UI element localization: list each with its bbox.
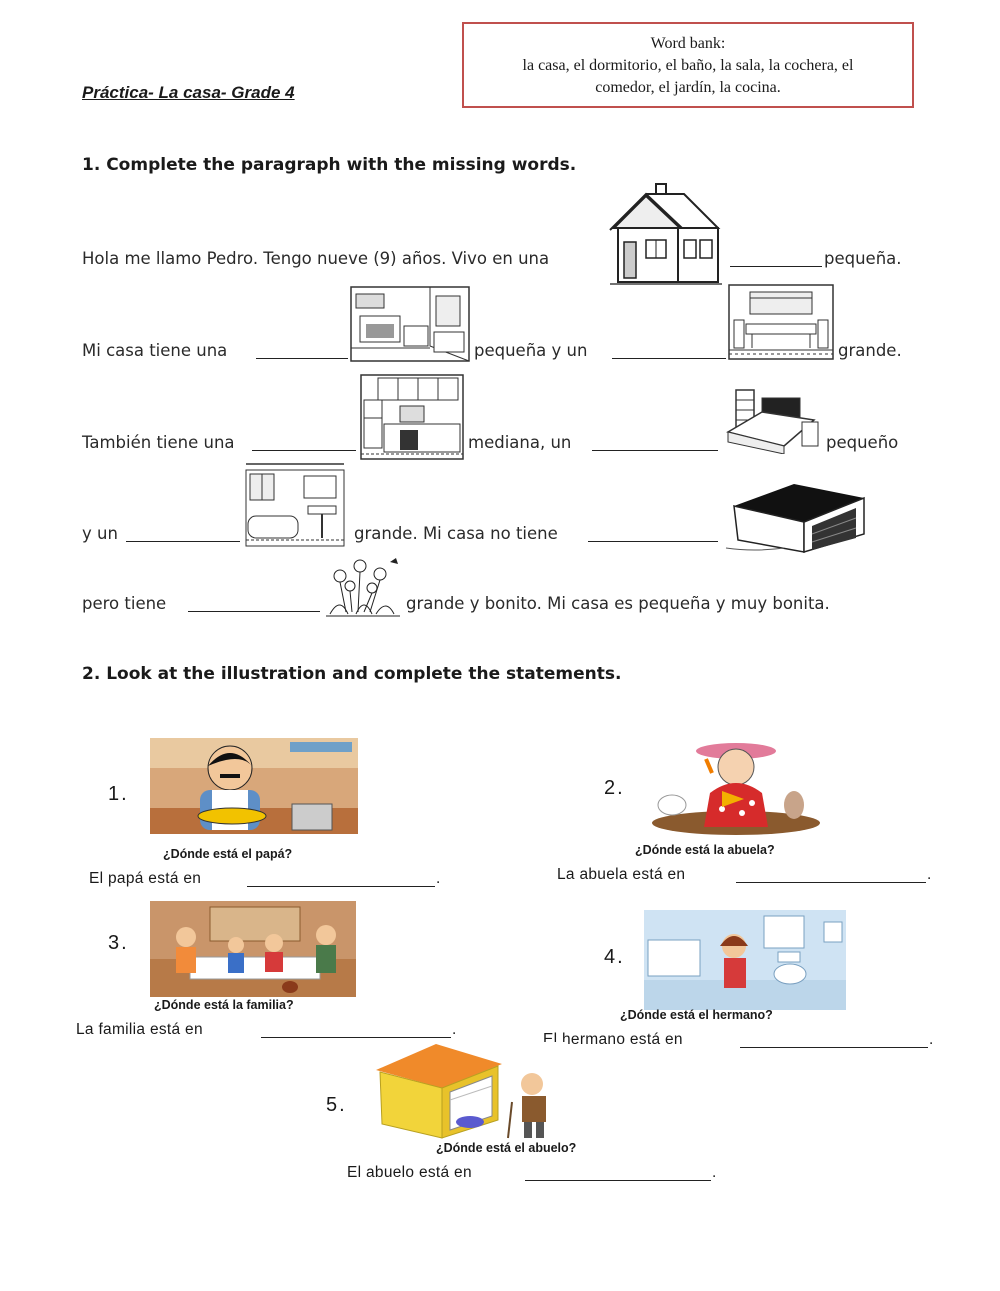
item-statement: La abuela está en xyxy=(557,866,686,883)
word-bank-box: Word bank: la casa, el dormitorio, el ba… xyxy=(462,22,914,108)
item-question: ¿Dónde está la familia? xyxy=(154,998,294,1012)
end-mark: . xyxy=(436,870,441,887)
item-number: 3. xyxy=(108,932,129,954)
answer-blank[interactable] xyxy=(252,436,356,451)
item-statement: El papá está en xyxy=(89,870,202,887)
answer-blank[interactable] xyxy=(588,527,718,542)
dining-scene-icon xyxy=(150,901,356,997)
dining-room-icon xyxy=(728,284,834,360)
answer-blank[interactable] xyxy=(592,436,720,451)
item-question: ¿Dónde está el abuelo? xyxy=(436,1141,577,1155)
paragraph-line-5-b: grande y bonito. Mi casa es pequeña y mu… xyxy=(406,594,830,613)
item-number: 1. xyxy=(108,783,129,805)
paragraph-line-2-c: grande. xyxy=(838,341,902,360)
answer-blank[interactable] xyxy=(126,527,240,542)
item-number: 5. xyxy=(326,1094,347,1116)
paragraph-line-4-a: y un xyxy=(82,524,118,543)
end-mark: . xyxy=(929,1031,934,1048)
answer-blank[interactable] xyxy=(247,872,435,887)
section-2-heading: 2. Look at the illustration and complete… xyxy=(82,664,622,684)
kitchen-icon xyxy=(360,374,464,460)
word-bank-line-2: comedor, el jardín, la cocina. xyxy=(595,79,781,96)
paragraph-line-2-b: pequeña y un xyxy=(474,341,588,360)
section-1-heading: 1. Complete the paragraph with the missi… xyxy=(82,155,577,175)
bathroom-icon xyxy=(242,462,348,550)
end-mark: . xyxy=(452,1021,457,1038)
item-statement: El abuelo está en xyxy=(347,1164,472,1181)
answer-blank[interactable] xyxy=(736,868,926,883)
end-mark: . xyxy=(712,1164,717,1181)
answer-blank[interactable] xyxy=(188,597,320,612)
item-number: 2. xyxy=(604,777,625,799)
end-mark: . xyxy=(927,866,932,883)
paragraph-line-3-b: mediana, un xyxy=(468,433,572,452)
paragraph-line-1-a: Hola me llamo Pedro. Tengo nueve (9) año… xyxy=(82,249,550,268)
garden-scene-icon xyxy=(652,743,822,835)
paragraph-line-3-c: pequeño xyxy=(826,433,899,452)
paragraph-line-5-a: pero tiene xyxy=(82,594,167,613)
item-number: 4. xyxy=(604,946,625,968)
bathroom-scene-icon xyxy=(644,910,846,1010)
word-bank-heading: Word bank: xyxy=(650,35,726,52)
paragraph-line-3-a: También tiene una xyxy=(82,433,235,452)
garden-icon xyxy=(320,556,406,622)
word-bank-line-1: la casa, el dormitorio, el baño, la sala… xyxy=(522,57,854,74)
item-statement: La familia está en xyxy=(76,1021,203,1038)
living-room-icon xyxy=(350,286,470,362)
item-statement: El hermano está en xyxy=(543,1031,683,1048)
paragraph-line-2-a: Mi casa tiene una xyxy=(82,341,228,360)
answer-blank[interactable] xyxy=(730,252,822,267)
answer-blank[interactable] xyxy=(525,1166,711,1181)
answer-blank[interactable] xyxy=(740,1033,928,1048)
garage-scene-icon xyxy=(372,1042,568,1142)
answer-blank[interactable] xyxy=(256,344,348,359)
paragraph-line-4-b: grande. Mi casa no tiene xyxy=(354,524,558,543)
kitchen-scene-icon xyxy=(150,738,358,834)
garage-icon xyxy=(724,482,870,556)
answer-blank[interactable] xyxy=(261,1023,451,1038)
item-question: ¿Dónde está la abuela? xyxy=(635,843,775,857)
item-question: ¿Dónde está el hermano? xyxy=(620,1008,773,1022)
paragraph-line-1-b: pequeña. xyxy=(824,249,902,268)
house-icon xyxy=(606,180,724,288)
page-title: Práctica- La casa- Grade 4 xyxy=(82,83,295,102)
bedroom-icon xyxy=(718,386,822,454)
item-question: ¿Dónde está el papá? xyxy=(163,847,293,861)
answer-blank[interactable] xyxy=(612,344,726,359)
